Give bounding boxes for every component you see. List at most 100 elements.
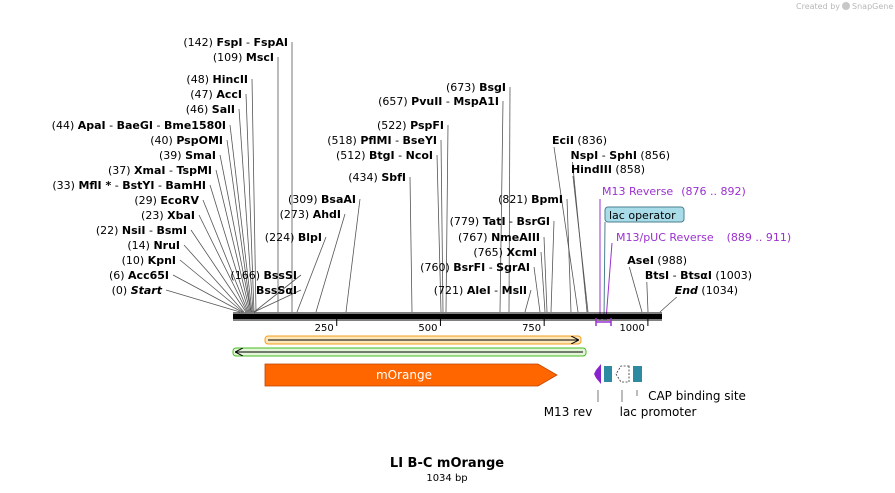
enzyme-name: BsrFI	[453, 261, 485, 274]
site-separator: -	[491, 284, 502, 297]
site-position: (44)	[52, 119, 78, 132]
site-leader	[165, 289, 241, 313]
enzyme-name: FspAI	[253, 36, 288, 49]
lac-operator-feature	[604, 366, 612, 382]
m13-rev-label: M13 rev	[544, 405, 593, 419]
restriction-site-label: EciI (836)	[552, 134, 607, 147]
site-separator: -	[485, 261, 496, 274]
enzyme-name: NruI	[153, 239, 180, 252]
restriction-site-label: (767) NmeAIII	[458, 231, 540, 244]
enzyme-name: BsgI	[479, 81, 506, 94]
enzyme-name: BlpI	[298, 231, 322, 244]
enzyme-name: PvuII	[411, 95, 442, 108]
enzyme-name: NspI	[570, 149, 598, 162]
enzyme-name: EcoRV	[160, 194, 199, 207]
restriction-site-label: NspI - SphI (856)	[570, 149, 670, 162]
site-position: (821)	[498, 193, 531, 206]
enzyme-name: NmeAIII	[491, 231, 540, 244]
enzyme-name: BseYI	[403, 134, 437, 147]
site-leader	[524, 289, 532, 313]
site-leader	[436, 154, 442, 313]
restriction-site-label: (14) NruI	[127, 239, 180, 252]
restriction-site-label: (224) BlpI	[265, 231, 322, 244]
enzyme-name: SbfI	[381, 171, 406, 184]
enzyme-name: AhdI	[313, 208, 341, 221]
site-position: (48)	[186, 73, 212, 86]
site-position: (522)	[377, 119, 410, 132]
site-leader	[646, 281, 649, 313]
enzyme-name: HindIII	[571, 163, 612, 176]
site-position: (0)	[112, 284, 131, 297]
site-leader	[198, 214, 248, 313]
site-leader	[499, 100, 504, 313]
restriction-site-label: (39) SmaI	[159, 149, 216, 162]
site-separator: -	[442, 95, 453, 108]
site-position: (224)	[265, 231, 298, 244]
site-leader	[572, 175, 589, 313]
site-leader	[253, 289, 302, 313]
sequence-backbone	[233, 314, 662, 319]
site-position: (309)	[288, 193, 321, 206]
enzyme-name: BaeGI	[117, 119, 153, 132]
site-position: (40)	[150, 134, 176, 147]
site-separator: -	[146, 224, 157, 237]
site-position: (1034)	[698, 284, 738, 297]
restriction-site-label: (47) AccI	[190, 88, 242, 101]
restriction-site-label: (44) ApaI - BaeGI - Bme1580I	[52, 119, 226, 132]
site-position: (856)	[637, 149, 670, 162]
site-position: (673)	[446, 81, 479, 94]
site-position: (10)	[122, 254, 148, 267]
restriction-site-label: (29) EcoRV	[134, 194, 199, 207]
restriction-site-label: End (1034)	[675, 284, 738, 297]
lac-operator-label: lac operator	[609, 209, 676, 222]
restriction-site-label: (760) BsrFI - SgrAI	[420, 261, 530, 274]
enzyme-name: BstYI	[122, 179, 154, 192]
site-position: (858)	[612, 163, 645, 176]
enzyme-name: BssSαI	[256, 284, 297, 297]
site-leader	[409, 176, 413, 313]
site-leader	[315, 213, 346, 313]
restriction-site-label: (48) HincII	[186, 73, 248, 86]
restriction-site-label: (518) PflMI - BseYI	[327, 134, 437, 147]
site-position: (33)	[52, 179, 78, 192]
morange-label: mOrange	[376, 368, 432, 382]
enzyme-name: BtgI	[369, 149, 395, 162]
site-separator: -	[242, 36, 253, 49]
site-position: (47)	[190, 88, 216, 101]
enzyme-name: MslI	[502, 284, 527, 297]
site-leader	[553, 146, 579, 313]
enzyme-name: SalI	[212, 103, 235, 116]
site-position: (39)	[159, 149, 185, 162]
restriction-site-label: (6) Acc65I	[109, 269, 169, 282]
restriction-site-label: (765) XcmI	[473, 246, 537, 259]
restriction-site-label: (821) BpmI	[498, 193, 563, 206]
site-position: (518)	[327, 134, 360, 147]
site-position: (273)	[280, 208, 313, 221]
site-position: (988)	[654, 254, 687, 267]
site-position: (721)	[434, 284, 467, 297]
site-separator: -	[506, 215, 517, 228]
enzyme-name: BsaAI	[321, 193, 356, 206]
enzyme-name: AccI	[216, 88, 242, 101]
credit-brand: SnapGene	[852, 2, 894, 11]
site-position: (765)	[473, 246, 506, 259]
enzyme-name: NsiI	[122, 224, 146, 237]
cap-binding-site-label: CAP binding site	[648, 389, 746, 403]
enzyme-name: MspA1I	[453, 95, 499, 108]
restriction-site-label: (40) PspOMI	[150, 134, 223, 147]
site-leader	[190, 229, 247, 313]
site-labels: (142) FspI - FspAI(109) MscI(48) HincII(…	[52, 36, 752, 297]
enzyme-name: BamHI	[165, 179, 206, 192]
scale-tick-label: 750	[522, 323, 541, 334]
enzyme-name: Bme1580I	[164, 119, 226, 132]
enzyme-name: BssSI	[264, 269, 298, 282]
restriction-site-label: (779) TatI - BsrGI	[450, 215, 550, 228]
restriction-site-label: (434) SbfI	[348, 171, 406, 184]
scale-tick-label: 1000	[619, 323, 644, 334]
enzyme-name: BtsαI	[680, 269, 712, 282]
site-separator: -	[106, 119, 117, 132]
site-position: (166)	[230, 269, 263, 282]
enzyme-name: BsmI	[157, 224, 188, 237]
site-leader-lines	[165, 42, 677, 321]
primer-leader	[605, 242, 613, 321]
